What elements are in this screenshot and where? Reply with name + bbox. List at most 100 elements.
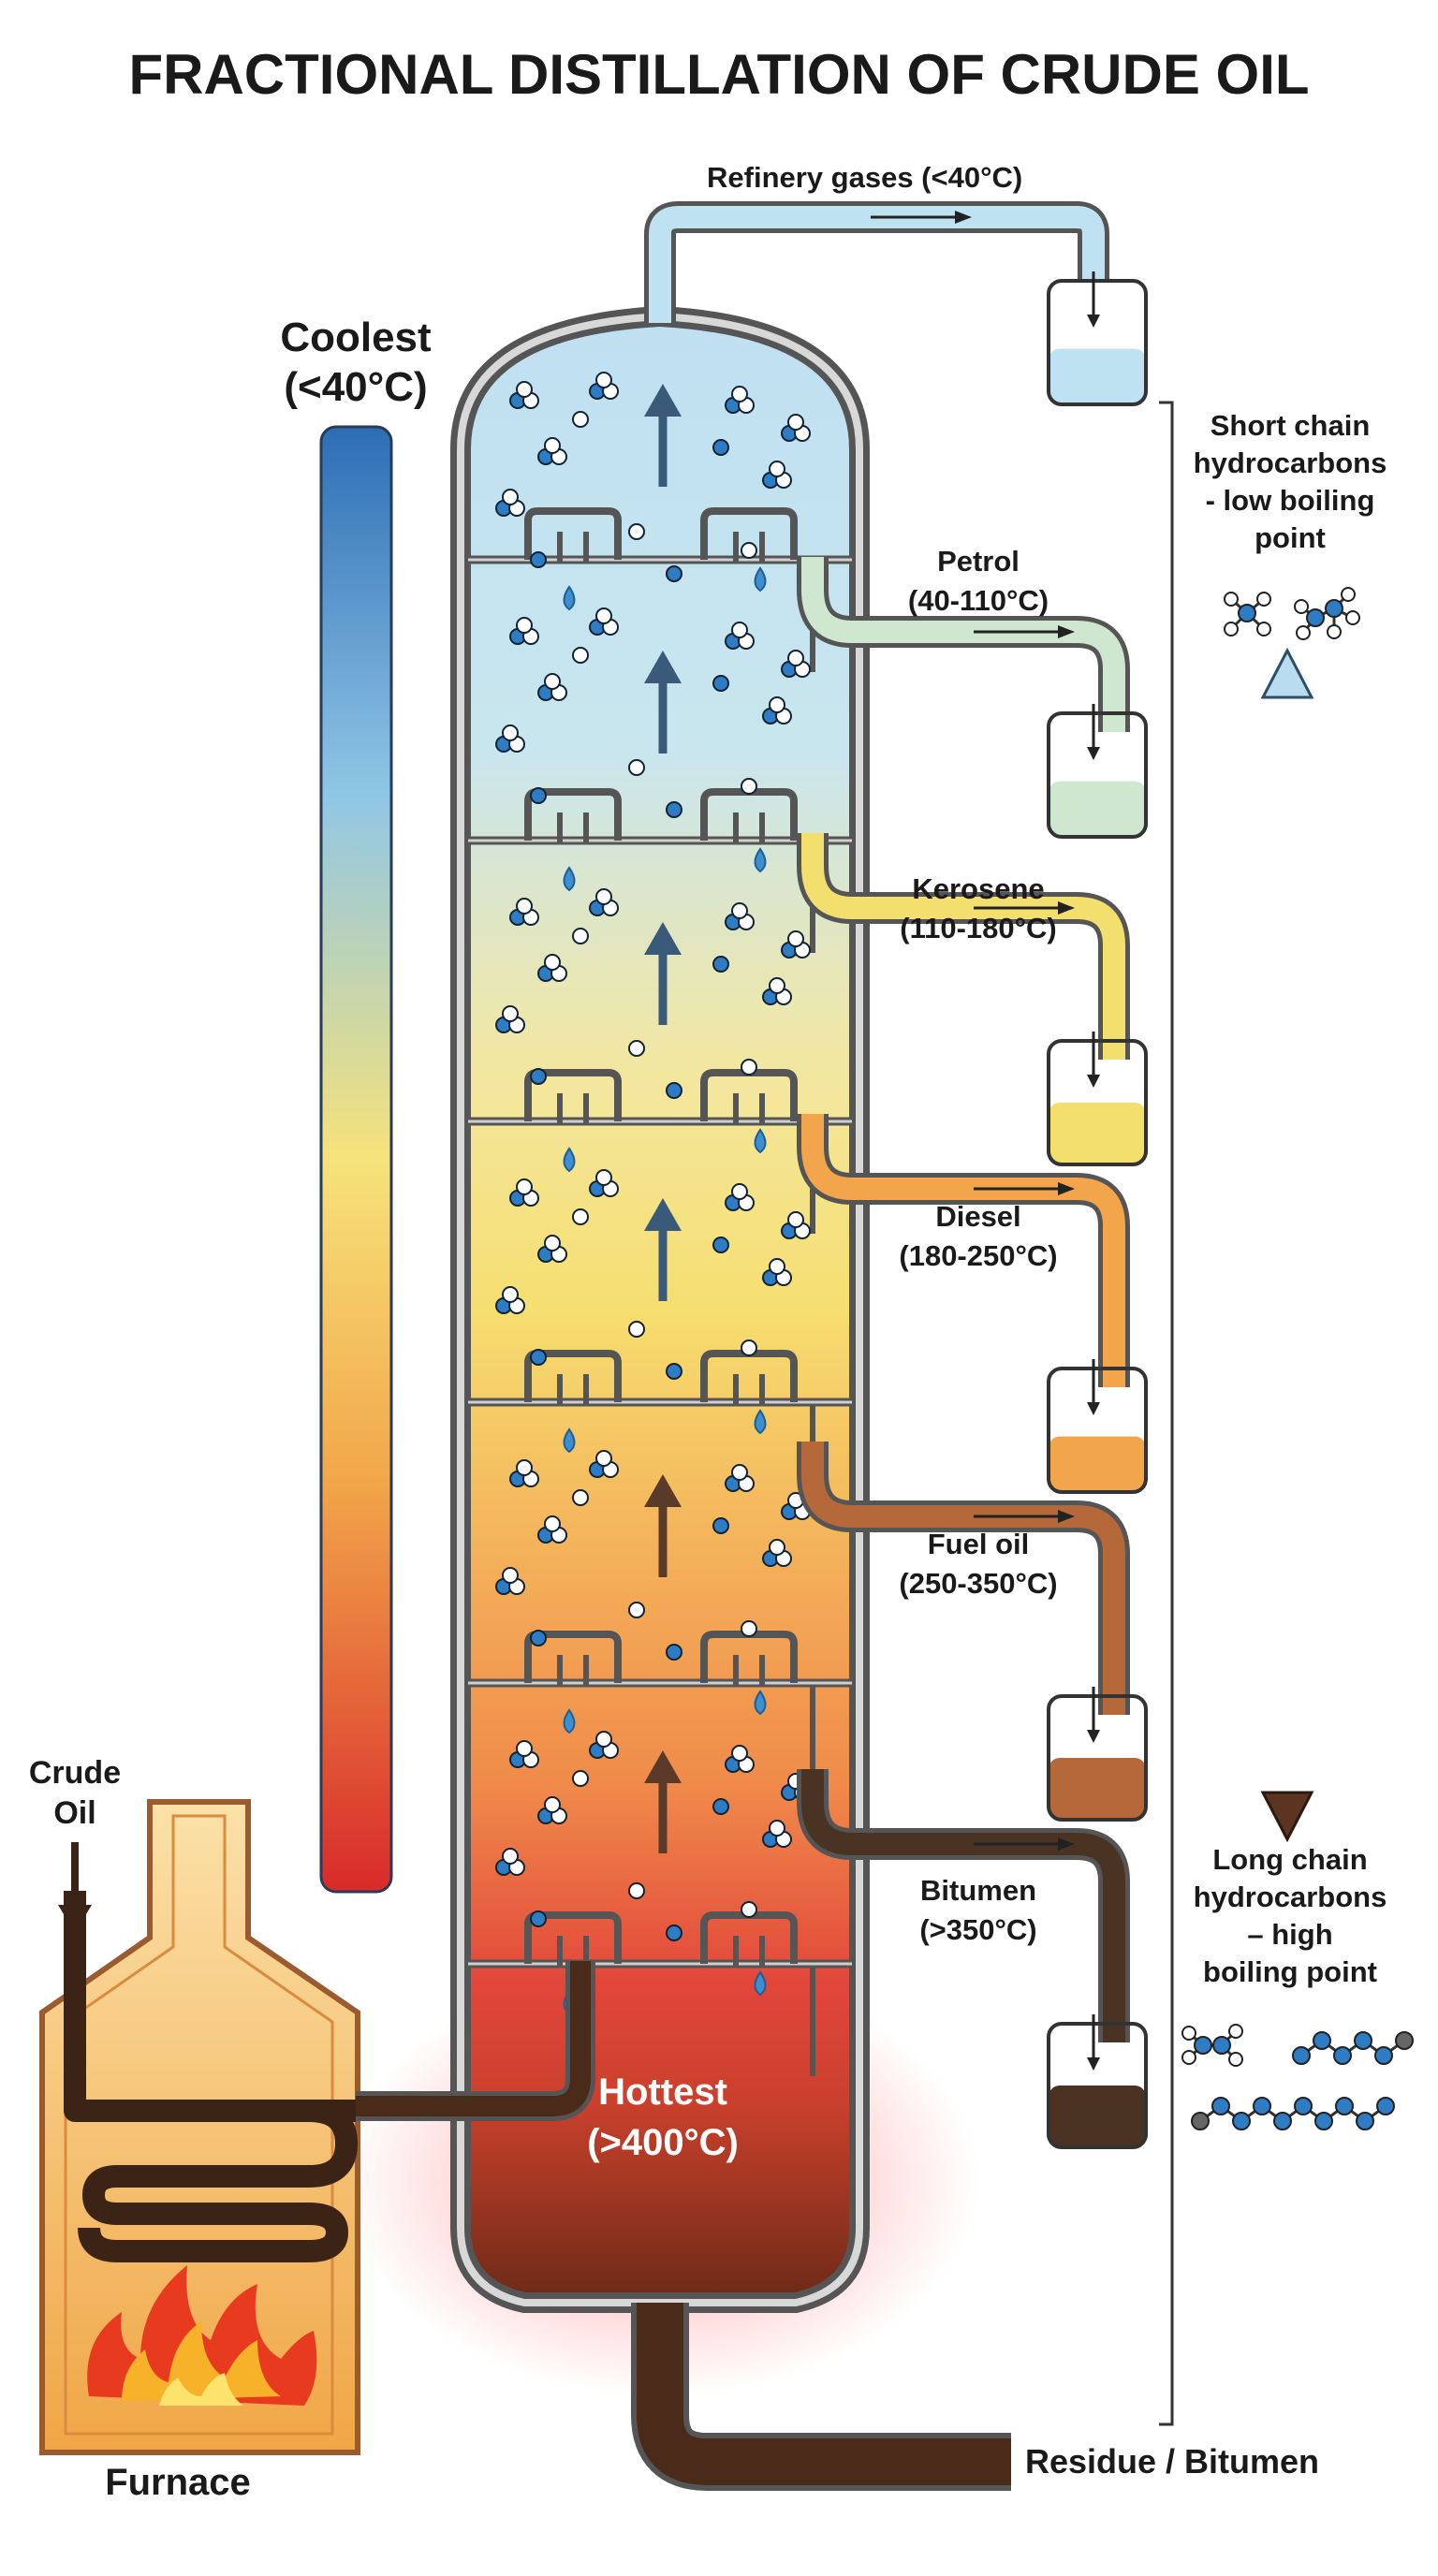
collection-jar: [1047, 1359, 1148, 1494]
molecule-icon: [725, 622, 755, 650]
molecule-icon: [741, 1901, 757, 1918]
molecule-icon: [589, 607, 619, 636]
condensate-droplet-icon: [754, 1690, 767, 1716]
molecule-icon: [741, 542, 757, 559]
molecule-icon: [741, 1059, 757, 1076]
molecule-icon: [762, 1258, 792, 1286]
molecule-icon: [530, 787, 547, 804]
jar-contents: [1049, 1758, 1146, 1820]
molecule-icon: [666, 1082, 682, 1099]
product-name: Kerosene: [912, 872, 1044, 905]
molecule-icon: [509, 381, 539, 409]
molecule-cluster: [495, 1169, 811, 1380]
molecule-icon: [1224, 592, 1271, 637]
molecule-icon: [666, 565, 682, 582]
long-chain-line2: hydrocarbons: [1194, 1881, 1387, 1913]
molecule-icon: [589, 372, 619, 400]
molecule-icon: [530, 1910, 547, 1927]
molecule-icon: [1294, 587, 1360, 640]
product-temp-range: (>350°C): [919, 1913, 1036, 1946]
product-outlet: Refinery gases (<40°C): [644, 161, 1148, 406]
molecule-icon: [530, 1630, 547, 1647]
molecule-icon: [537, 1515, 567, 1544]
condensate-droplet-icon: [754, 1970, 767, 1997]
molecule-icon: [589, 1169, 619, 1197]
molecule-icon: [712, 1798, 729, 1815]
molecule-icon: [781, 414, 811, 442]
outlet-pipe-fill: [801, 1769, 1125, 2042]
long-chain-line3: – high: [1247, 1918, 1332, 1951]
tray: [468, 788, 852, 953]
flow-arrow-head: [1058, 901, 1075, 915]
collection-jar: [1047, 1032, 1148, 1166]
molecule-icon: [495, 724, 525, 753]
bubble-cap-icon: [524, 1350, 622, 1404]
molecule-icon: [725, 1464, 755, 1492]
molecule-icon: [781, 930, 811, 959]
molecule-icon: [741, 1339, 757, 1356]
molecule-illustrations: [1181, 587, 1414, 2130]
condensate-droplet-icon: [563, 1427, 576, 1454]
molecule-icon: [509, 1178, 539, 1207]
molecule-cluster: [495, 607, 811, 818]
condensate-droplet-icon: [563, 1147, 576, 1173]
molecule-icon: [572, 1770, 589, 1787]
condensate-droplet-icon: [754, 1128, 767, 1154]
molecule-icon: [589, 1450, 619, 1478]
molecule-icon: [572, 1208, 589, 1225]
condensate-droplet-icon: [754, 566, 767, 593]
jar-contents: [1049, 348, 1146, 404]
product-outlets: Refinery gases (<40°C)Petrol(40-110°C)Ke…: [644, 161, 1148, 2149]
molecule-icon: [509, 898, 539, 926]
molecule-icon: [712, 439, 729, 456]
bubble-cap-icon: [524, 788, 622, 842]
molecule-icon: [572, 647, 589, 664]
temperature-gradient-bar: Coolest (<40°C): [280, 315, 432, 1894]
molecule-icon: [712, 1517, 729, 1534]
molecule-icon: [530, 1349, 547, 1366]
molecule-icon: [530, 551, 547, 568]
furnace: [39, 1799, 360, 2455]
molecule-icon: [762, 1539, 792, 1567]
molecule-cluster: [495, 888, 811, 1099]
furnace-label: Furnace: [105, 2462, 251, 2503]
hottest-label: Hottest: [598, 2071, 727, 2113]
feed-pipe: [356, 1961, 595, 2121]
short-chain-line3: - low boiling: [1206, 484, 1375, 517]
condensate-droplet-icon: [754, 847, 767, 873]
long-chain-line4: boiling point: [1203, 1955, 1377, 1988]
molecule-icon: [666, 1363, 682, 1380]
molecule-icon: [762, 1820, 792, 1848]
molecule-icon: [495, 1848, 525, 1876]
jar-outline: [1047, 1367, 1148, 1494]
molecule-icon: [572, 411, 589, 428]
molecule-icon: [509, 617, 539, 645]
product-name: Petrol: [937, 545, 1020, 578]
rising-vapour-arrow: [644, 1474, 682, 1577]
molecule-icon: [572, 928, 589, 944]
molecule-icon: [572, 1489, 589, 1506]
outlet-pipe-fill: [801, 1442, 1125, 1715]
jar-outline: [1047, 279, 1148, 406]
molecule-icon: [666, 1925, 682, 1941]
molecule-icon: [628, 1882, 645, 1899]
product-outlet: Fuel oil(250-350°C): [797, 1442, 1148, 1822]
drip-arrow-head: [1087, 315, 1100, 328]
molecule-icon: [509, 1459, 539, 1487]
jar-contents: [1049, 2086, 1146, 2147]
jar-outline: [1047, 1039, 1148, 1166]
molecule-icon: [530, 1068, 547, 1085]
crude-oil-inlet: [58, 1842, 92, 1933]
product-name: Bitumen: [920, 1874, 1036, 1907]
coolest-temp-label: (<40°C): [284, 364, 427, 410]
product-temp-range: (180-250°C): [899, 1239, 1057, 1272]
molecule-icon: [628, 523, 645, 540]
product-temp-range: (250-350°C): [899, 1567, 1057, 1600]
molecule-icon: [741, 1620, 757, 1637]
product-name: Diesel: [935, 1200, 1020, 1233]
flame-icon: [87, 2265, 317, 2406]
drip-arrow-head: [1087, 747, 1100, 760]
product-outlet: Diesel (180-250°C): [797, 1114, 1148, 1494]
collection-jar: [1047, 1687, 1148, 1822]
molecule-icon: [628, 1321, 645, 1338]
